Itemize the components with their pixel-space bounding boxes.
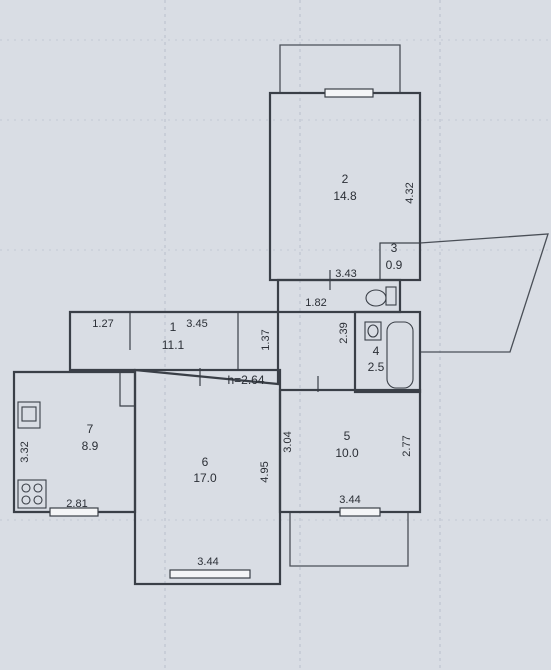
room-2-outline [268, 91, 422, 282]
room-6-window [169, 569, 251, 579]
dim-room5-left: 3.04 [282, 431, 294, 452]
dim-room3-width: 3.43 [335, 268, 356, 280]
room-1-outline [68, 310, 280, 386]
room-5-number: 5 [344, 429, 351, 443]
sink-fixture [364, 321, 382, 341]
dim-toilet-width: 1.82 [305, 297, 326, 309]
dim-corridor-height: 1.37 [260, 329, 272, 350]
room-4-outline [353, 310, 422, 394]
dim-room2-side: 4.32 [404, 182, 416, 203]
room-2-area: 14.8 [333, 189, 357, 203]
dim-ceiling-height: h=2.64 [227, 373, 264, 387]
dim-kitchen-height: 3.32 [19, 441, 31, 462]
dim-room5-width: 3.44 [339, 494, 360, 506]
kitchen-sink [17, 401, 41, 429]
room-2-number: 2 [342, 172, 349, 186]
room-7-area: 8.9 [82, 439, 99, 453]
dim-corridor-left: 1.27 [92, 318, 113, 330]
dim-room6-height: 4.95 [259, 461, 271, 482]
dim-kitchen-width: 2.81 [66, 498, 87, 510]
room-2-window [324, 88, 374, 98]
bathtub [386, 321, 414, 389]
kitchen-stove [17, 479, 47, 509]
room-1-area: 11.1 [162, 338, 185, 352]
balcony-top [279, 44, 401, 93]
room-4-number: 4 [373, 344, 380, 358]
room-5-area: 10.0 [335, 446, 359, 460]
room-3-area: 0.9 [386, 258, 403, 272]
balcony-right [419, 233, 549, 353]
room-5-window [339, 507, 381, 517]
room-6-number: 6 [202, 455, 209, 469]
dim-corridor-right: 3.45 [186, 318, 207, 330]
dim-room6-width: 3.44 [197, 556, 218, 568]
dim-bath-height: 2.39 [338, 322, 350, 343]
room-1-number: 1 [170, 320, 177, 334]
dim-room5-right: 2.77 [401, 435, 413, 456]
room-7-outline [12, 370, 137, 514]
toilet-fixture [365, 286, 397, 307]
room-3-number: 3 [391, 241, 398, 255]
room-4-area: 2.5 [368, 360, 385, 374]
toilet-outline [276, 278, 402, 314]
room-6-area: 17.0 [193, 471, 217, 485]
balcony-bottom [289, 512, 409, 567]
room-7-window [49, 507, 99, 517]
room-7-number: 7 [87, 422, 94, 436]
